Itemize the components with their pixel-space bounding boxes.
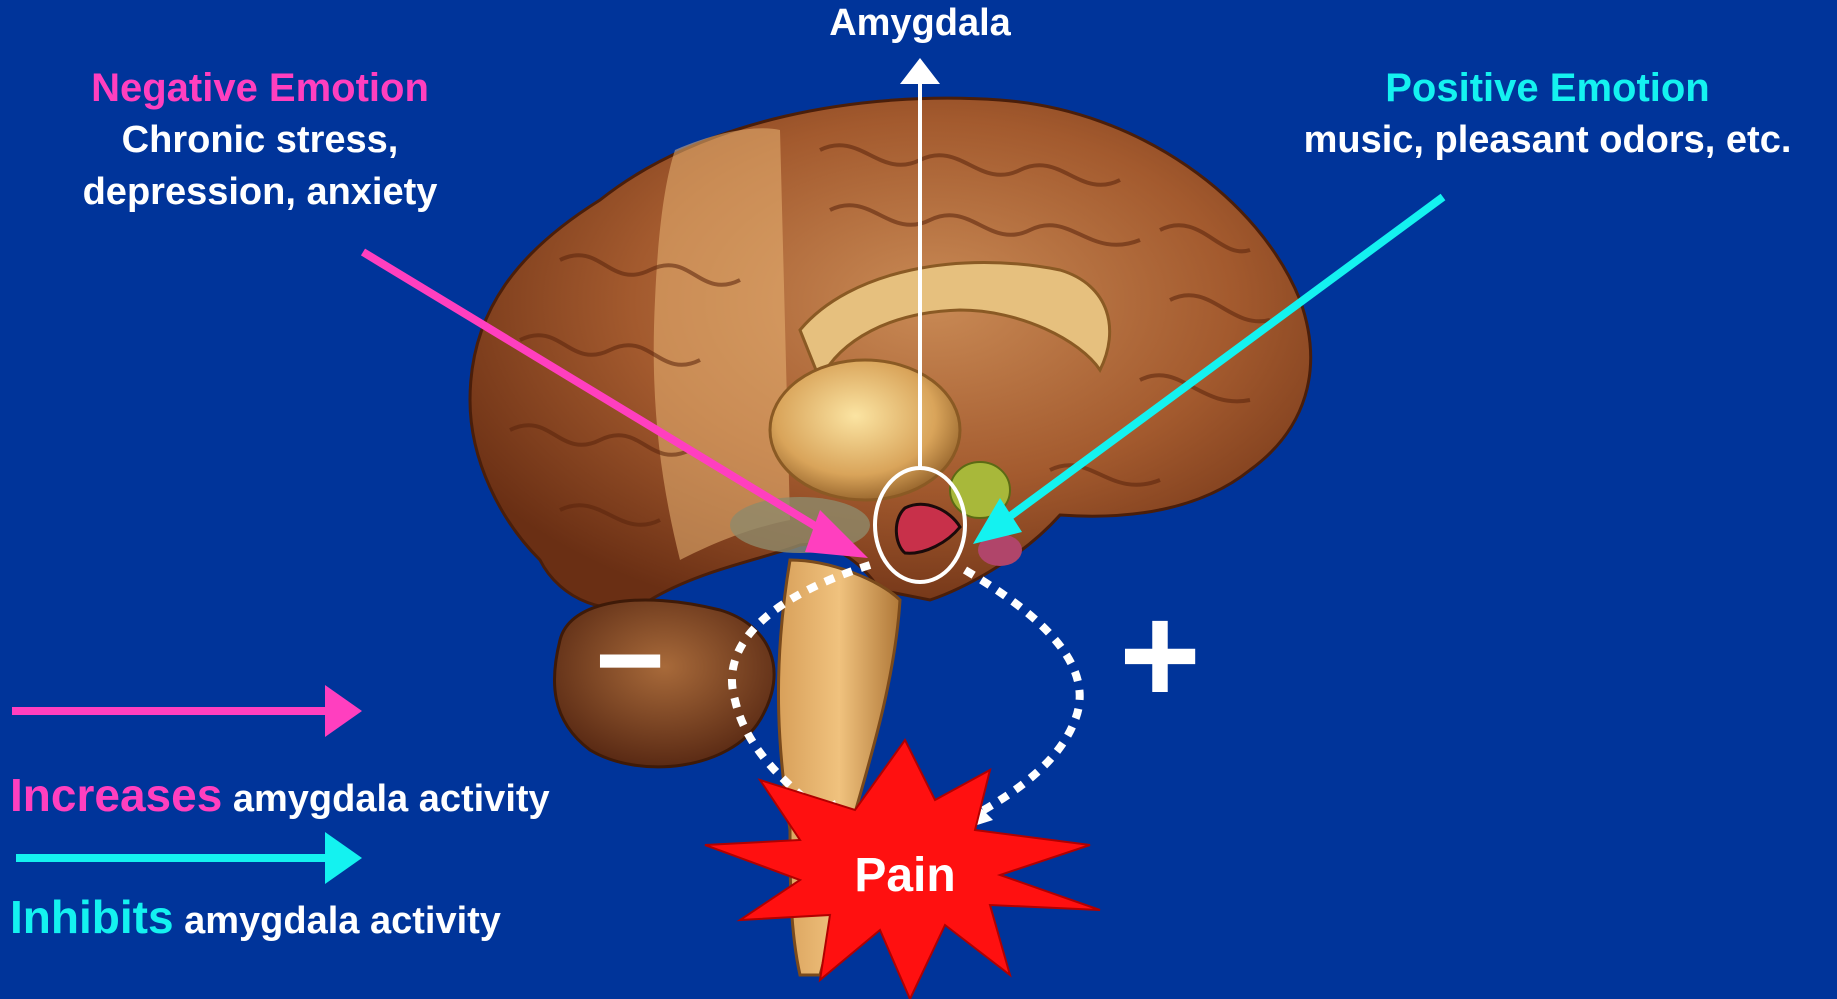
plus-sign: + [1100, 600, 1220, 710]
negative-emotion-title: Negative Emotion [0, 62, 520, 114]
positive-emotion-line1: music, pleasant odors, etc. [1260, 114, 1835, 166]
legend-inhibits-rest: amygdala activity [174, 900, 501, 942]
legend-increases-rest: amygdala activity [222, 778, 549, 820]
amygdala-title: Amygdala [780, 2, 1060, 45]
legend-increases: Increases amygdala activity [10, 768, 550, 822]
legend-increases-arrow-head [325, 685, 362, 737]
positive-emotion-block: Positive Emotion music, pleasant odors, … [1260, 62, 1835, 166]
amygdala-up-arrow-head [900, 58, 940, 84]
minus-sign: − [570, 610, 690, 710]
positive-emotion-title: Positive Emotion [1260, 62, 1835, 114]
negative-emotion-line1: Chronic stress, [0, 114, 520, 166]
negative-emotion-block: Negative Emotion Chronic stress, depress… [0, 62, 520, 218]
legend-inhibits-arrow-head [325, 832, 362, 884]
negative-emotion-line2: depression, anxiety [0, 166, 520, 218]
legend-increases-word: Increases [10, 769, 222, 821]
thalamus [770, 360, 960, 500]
legend-inhibits: Inhibits amygdala activity [10, 890, 501, 944]
legend-inhibits-word: Inhibits [10, 891, 174, 943]
pain-label: Pain [830, 848, 980, 903]
